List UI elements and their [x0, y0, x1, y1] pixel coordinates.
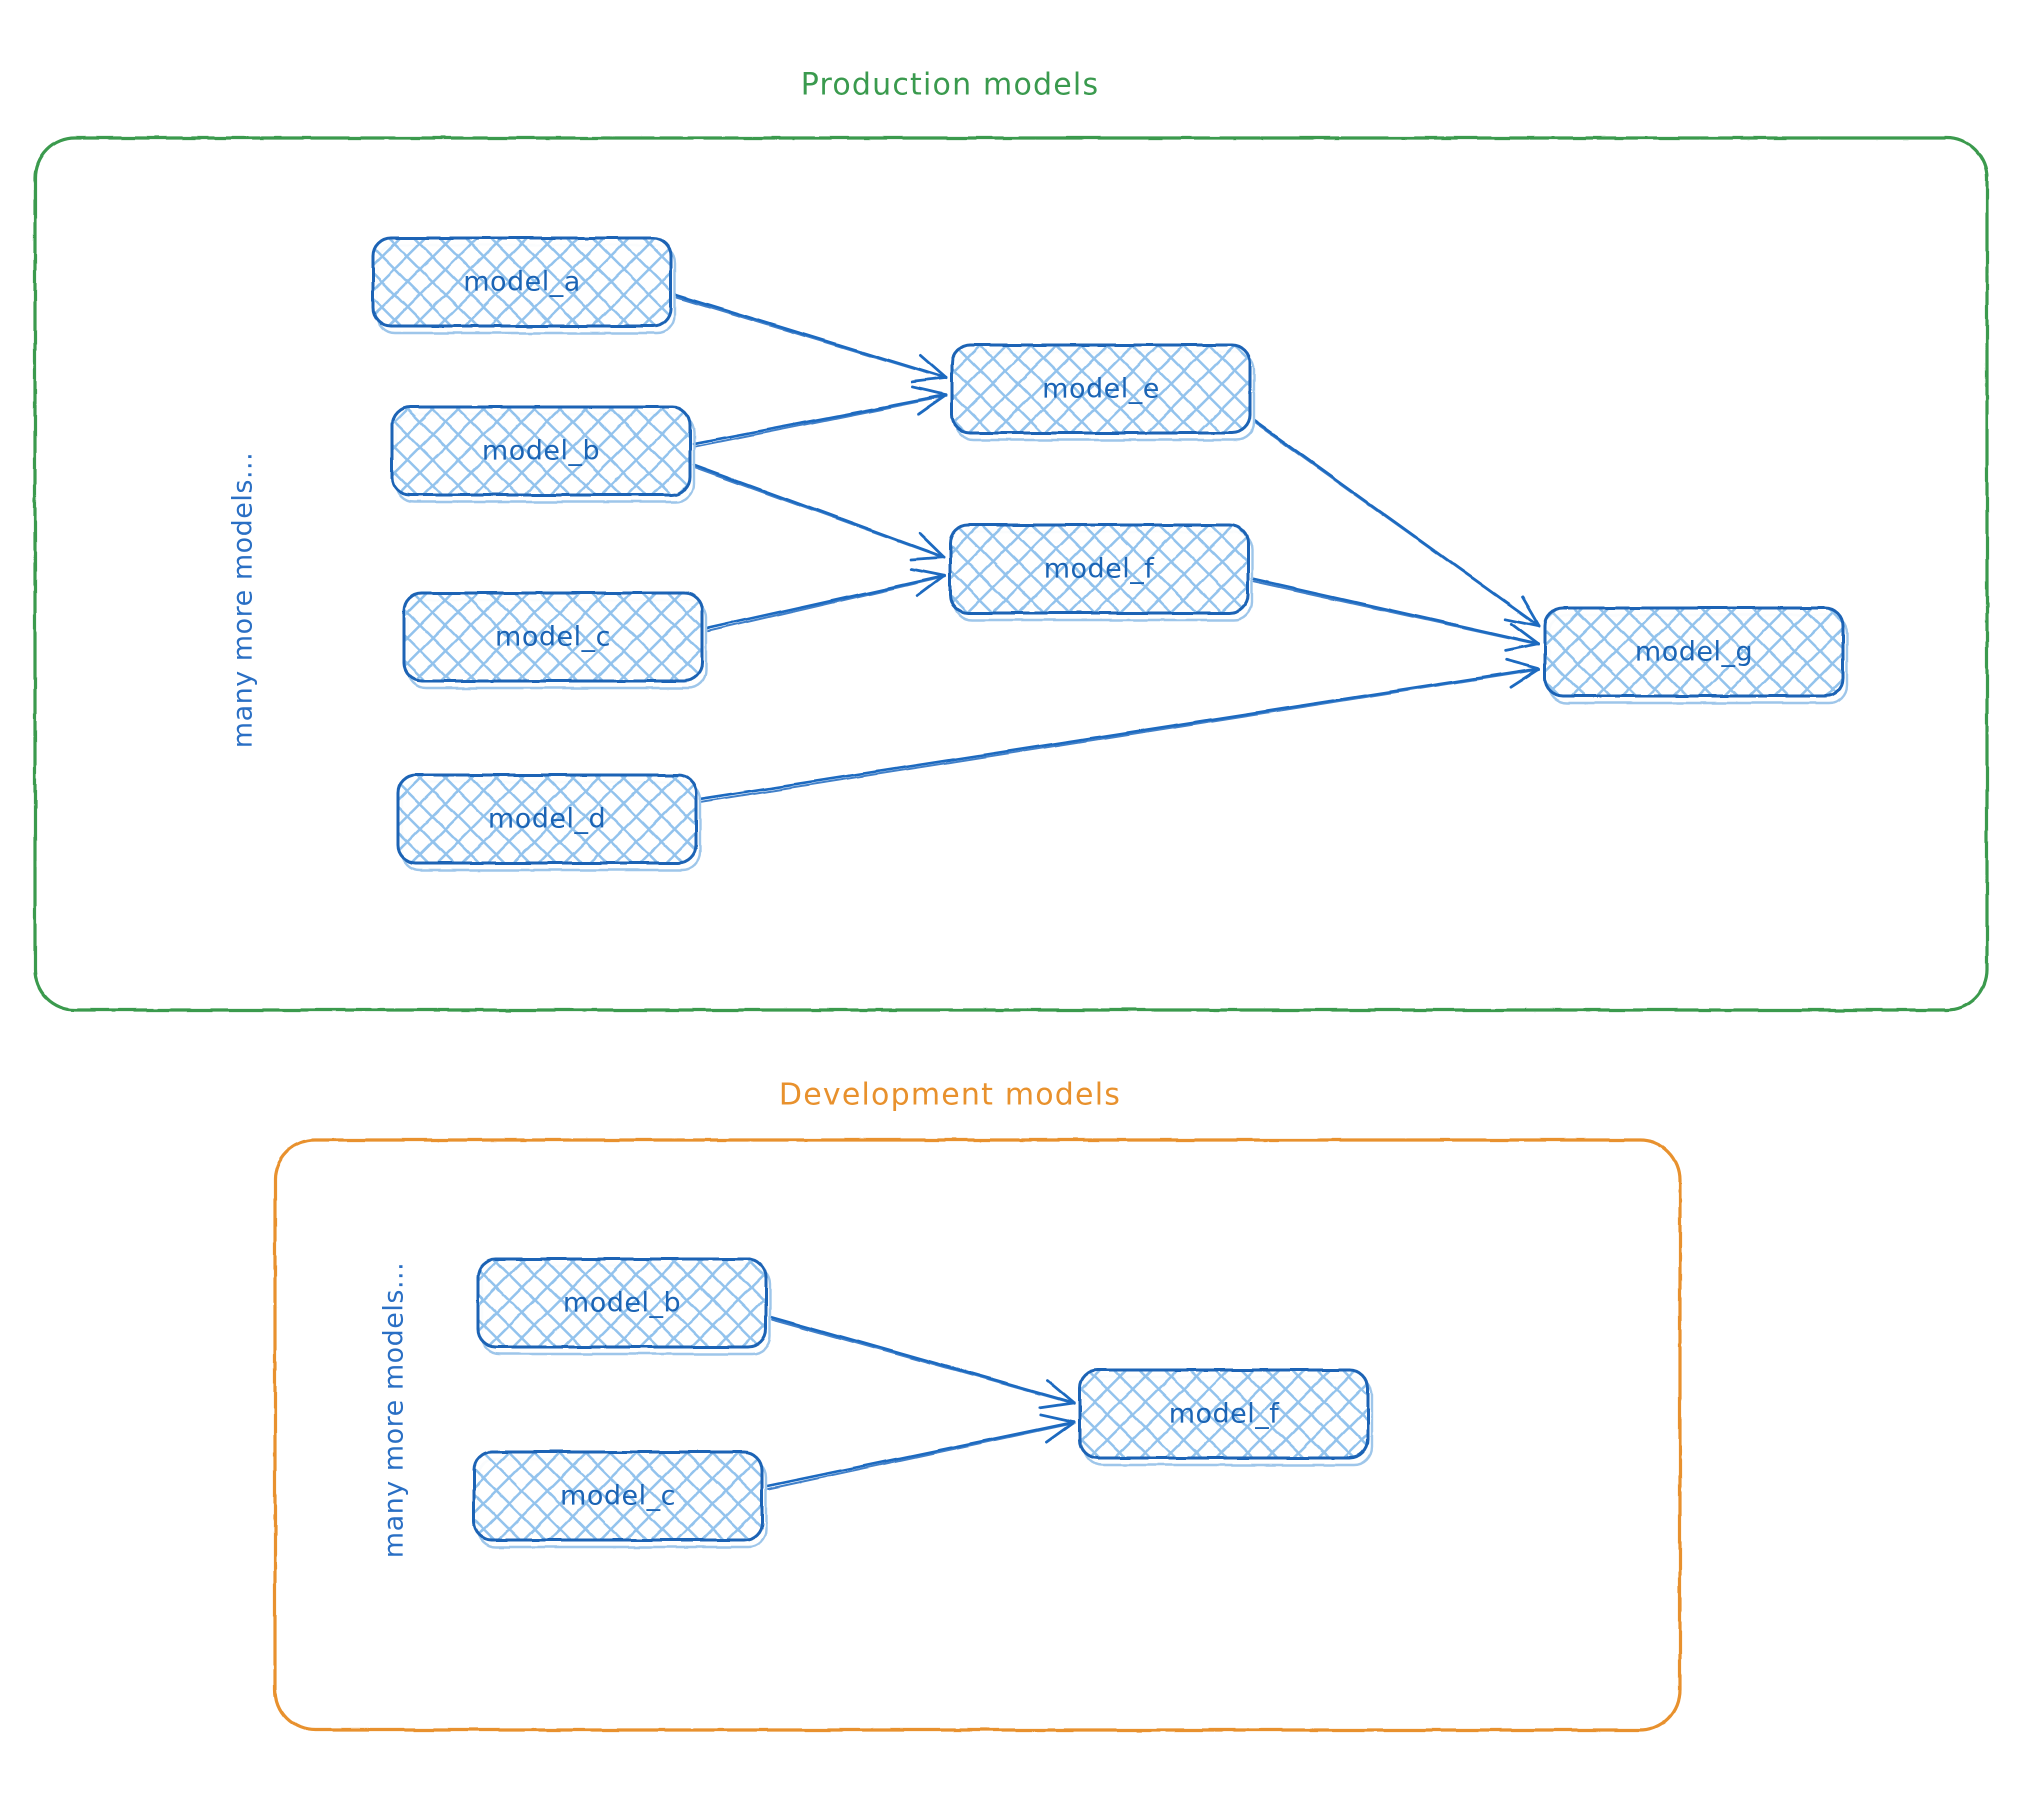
group-frame-development — [273, 1138, 1682, 1732]
side-note-production: many more models... — [227, 451, 259, 749]
node-dev_model_c[interactable] — [472, 1450, 768, 1549]
node-dev_model_f[interactable] — [1078, 1368, 1374, 1467]
node-dev_model_b[interactable] — [476, 1257, 772, 1356]
group-title-production: Production models — [800, 67, 1100, 103]
node-prod_model_e[interactable] — [950, 343, 1256, 442]
node-label-prod_model_d: model_d — [487, 803, 607, 835]
node-group — [371, 236, 1849, 1549]
node-label-prod_model_b: model_b — [481, 435, 601, 467]
group-frames — [33, 136, 1989, 1732]
side-note-development: many more models... — [378, 1261, 410, 1559]
group-title-development: Development models — [778, 1077, 1122, 1113]
edge-prod_model_f-to-prod_model_g — [1250, 577, 1541, 652]
edge-prod_model_d-to-prod_model_g — [698, 658, 1541, 803]
node-label-dev_model_b: model_b — [562, 1287, 682, 1319]
edge-prod_model_b-to-prod_model_e — [692, 386, 948, 448]
edge-group — [673, 293, 1541, 1490]
edge-dev_model_c-to-dev_model_f — [764, 1413, 1076, 1490]
node-label-dev_model_f: model_f — [1168, 1398, 1280, 1430]
edge-prod_model_b-to-prod_model_f — [692, 463, 946, 561]
node-prod_model_b[interactable] — [390, 405, 696, 504]
edge-dev_model_b-to-dev_model_f — [768, 1315, 1076, 1410]
node-prod_model_f[interactable] — [948, 523, 1254, 622]
node-label-prod_model_c: model_c — [495, 621, 611, 653]
node-label-prod_model_e: model_e — [1042, 373, 1160, 405]
node-label-prod_model_f: model_f — [1043, 553, 1155, 585]
edge-prod_model_e-to-prod_model_g — [1252, 419, 1541, 628]
node-prod_model_a[interactable] — [371, 236, 677, 335]
node-prod_model_g[interactable] — [1543, 606, 1849, 705]
node-prod_model_c[interactable] — [402, 591, 708, 690]
node-label-dev_model_c: model_c — [560, 1480, 676, 1512]
edge-prod_model_c-to-prod_model_f — [704, 567, 946, 633]
node-label-prod_model_g: model_g — [1634, 636, 1754, 668]
group-frame-production — [33, 136, 1989, 1012]
node-prod_model_d[interactable] — [396, 773, 702, 872]
node-label-prod_model_a: model_a — [463, 266, 581, 298]
edge-prod_model_a-to-prod_model_e — [673, 293, 948, 384]
